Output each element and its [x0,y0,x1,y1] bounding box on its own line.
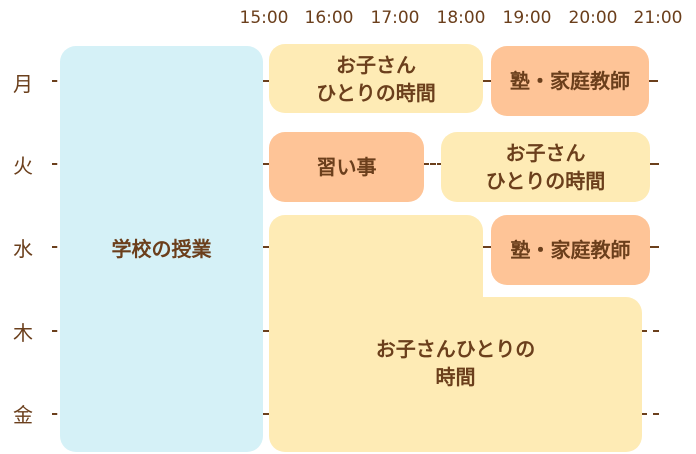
guide-wed-right [649,246,659,248]
guide-fri-left [52,413,66,415]
guide-fri-mid [262,413,272,415]
time-label-1600: 16:00 [304,8,354,28]
time-label-1500: 15:00 [239,8,289,28]
tue-lesson-label: 習い事 [316,155,377,179]
day-label-wed: 水 [13,237,33,261]
day-label-thu: 木 [13,321,33,345]
guide-fri-right [641,413,659,415]
guide-mon-mid [262,80,272,82]
guide-mon-left [52,80,66,82]
guide-thu-left [52,330,66,332]
time-label-1700: 17:00 [370,8,420,28]
guide-tue-right [649,163,659,165]
day-label-fri: 金 [13,403,33,427]
wed-fri-alone-block: お子さんひとりの 時間 [269,297,642,452]
time-label-1900: 19:00 [502,8,552,28]
guide-thu-right [641,330,659,332]
mon-alone-block: お子さん ひとりの時間 [269,44,483,113]
day-label-tue: 火 [13,154,33,178]
guide-tue-mid2 [423,163,443,165]
guide-wed-left [52,246,66,248]
guide-thu-mid [262,330,272,332]
mon-alone-label: お子さん ひとりの時間 [316,52,436,105]
wed-fri-alone-label: お子さんひとりの 時間 [375,336,536,389]
school-label: 学校の授業 [111,237,212,261]
wed-juku-label: 塾・家庭教師 [510,238,631,262]
tue-lesson-block: 習い事 [269,132,424,202]
school-block: 学校の授業 [60,46,263,452]
wed-juku-block: 塾・家庭教師 [491,215,650,285]
time-label-2100: 21:00 [633,8,683,28]
guide-mon-mid2 [482,80,494,82]
tue-alone-block: お子さん ひとりの時間 [441,132,650,202]
time-label-1800: 18:00 [436,8,486,28]
guide-wed-mid2 [482,246,494,248]
tue-alone-label: お子さん ひとりの時間 [485,141,606,193]
guide-wed-mid [262,246,272,248]
time-label-2000: 20:00 [568,8,618,28]
guide-tue-left [52,163,66,165]
guide-mon-right [648,80,658,82]
guide-tue-mid [262,163,272,165]
day-label-mon: 月 [13,72,33,96]
mon-juku-label: 塾・家庭教師 [510,69,630,93]
mon-juku-block: 塾・家庭教師 [491,46,649,116]
